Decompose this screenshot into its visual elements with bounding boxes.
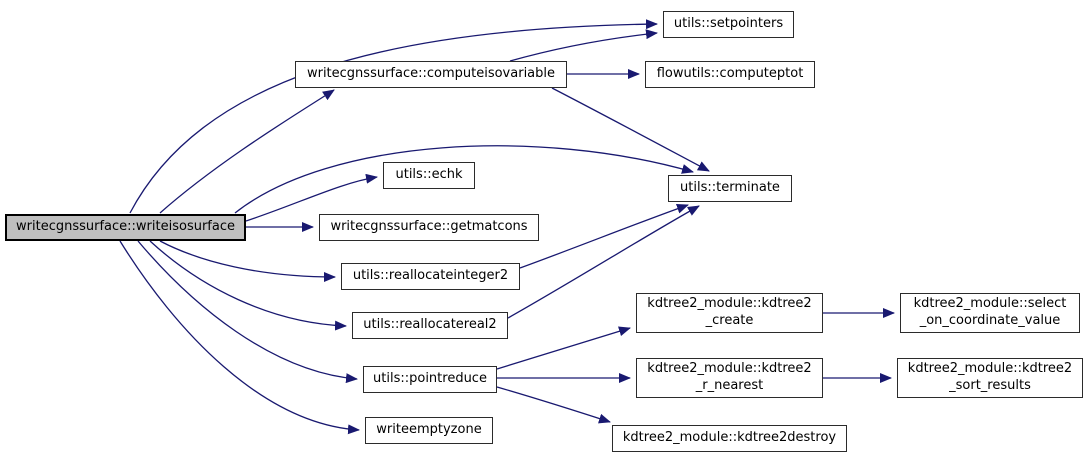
node-label: _create [705, 313, 754, 328]
node-label: writecgnssurface::writeisosurface [16, 219, 235, 235]
edge-reallocateinteger2-to-terminate [519, 203, 689, 269]
node-kdtree2_create[interactable]: kdtree2_module::kdtree2_create [636, 293, 823, 333]
edge-pointreduce-to-kdtree2destroy [496, 386, 611, 424]
node-label: utils::pointreduce [373, 371, 487, 387]
node-kdtree2destroy[interactable]: kdtree2_module::kdtree2destroy [612, 425, 847, 452]
node-reallocatereal2[interactable]: utils::reallocatereal2 [352, 312, 508, 339]
node-kdtree2_sort_results[interactable]: kdtree2_module::kdtree2_sort_results [897, 358, 1083, 398]
node-setpointers[interactable]: utils::setpointers [663, 11, 794, 38]
node-writeemptyzone[interactable]: writeemptyzone [365, 417, 493, 444]
node-label: utils::reallocateinteger2 [352, 268, 509, 284]
edge-computeisovariable-to-setpointers [509, 29, 658, 62]
node-computeptot[interactable]: flowutils::computeptot [645, 61, 815, 88]
node-label: _on_coordinate_value [919, 313, 1061, 328]
edge-writeisosurface-to-writeemptyzone [119, 240, 360, 435]
edge-group [119, 19, 895, 435]
node-label: utils::terminate [680, 180, 780, 196]
node-label: utils::reallocatereal2 [363, 317, 497, 333]
node-writeisosurface: writecgnssurface::writeisosurface [5, 214, 246, 241]
node-kdtree2_r_nearest[interactable]: kdtree2_module::kdtree2_r_nearest [636, 358, 823, 398]
node-label: utils::echk [395, 167, 463, 183]
node-computeisovariable[interactable]: writecgnssurface::computeisovariable [295, 61, 567, 88]
edge-writeisosurface-to-computeisovariable [159, 89, 335, 214]
node-echk[interactable]: utils::echk [383, 162, 475, 189]
node-label: kdtree2_module::kdtree2destroy [622, 430, 837, 446]
node-label: utils::setpointers [673, 16, 784, 32]
node-getmatcons[interactable]: writecgnssurface::getmatcons [319, 214, 539, 241]
edge-writeisosurface-to-reallocatereal2 [149, 240, 347, 331]
node-label: kdtree2_module::kdtree2 [647, 296, 812, 312]
node-pointreduce[interactable]: utils::pointreduce [363, 366, 497, 393]
edge-writeisosurface-to-reallocateinteger2 [159, 240, 336, 282]
node-label: _r_nearest [695, 378, 764, 393]
edge-writeisosurface-to-echk [245, 173, 378, 222]
node-label: kdtree2_module::kdtree2 [647, 361, 812, 377]
edge-writeisosurface-to-pointreduce [137, 240, 358, 384]
node-terminate[interactable]: utils::terminate [668, 175, 792, 202]
node-label: writeemptyzone [376, 422, 482, 438]
node-label: _sort_results [949, 378, 1031, 393]
node-label: kdtree2_module::kdtree2 [907, 361, 1073, 377]
node-label: writecgnssurface::computeisovariable [306, 66, 556, 82]
edge-computeisovariable-to-terminate [551, 87, 710, 172]
edge-writeisosurface-to-terminate [234, 145, 694, 214]
edge-pointreduce-to-kdtree2_create [496, 326, 631, 370]
node-label: flowutils::computeptot [656, 66, 804, 82]
node-select_on_coordinate_value[interactable]: kdtree2_module::select_on_coordinate_val… [900, 293, 1080, 333]
node-label: kdtree2_module::select [913, 296, 1067, 312]
node-label: writecgnssurface::getmatcons [330, 219, 528, 235]
node-reallocateinteger2[interactable]: utils::reallocateinteger2 [341, 263, 520, 290]
edge-reallocatereal2-to-terminate [507, 205, 700, 319]
